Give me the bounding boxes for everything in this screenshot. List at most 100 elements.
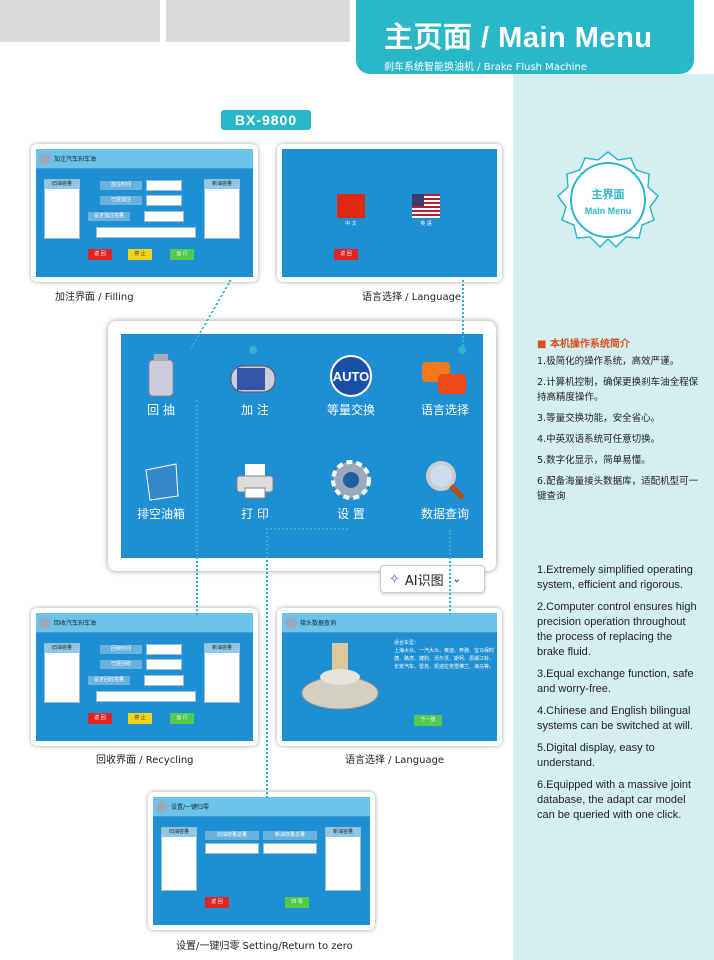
back-button[interactable]: 返 回 [88, 713, 112, 724]
recycle-tile[interactable]: 回 抽 [121, 352, 201, 418]
list-item: 4.Chinese and English bilingual systems … [537, 705, 693, 732]
cn-feature-list: 1.极简化的操作系统，高效严谨。 2.计算机控制，确保更换刹车油全程保持高精度操… [537, 354, 702, 510]
field-label: 旧油容量总量 [205, 831, 259, 840]
chevron-down-icon: ⌄ [452, 573, 462, 585]
back-button[interactable]: 返 回 [88, 249, 112, 260]
recycling-screen-frame: 回收汽车刹车油 旧油容量 新油容量 回收时间 已经回收 设定回收容量 返 回 停… [31, 608, 258, 746]
screen-titlebar: 加注汽车刹车油 [36, 149, 253, 169]
gauge-label: 新油容量 [205, 644, 239, 653]
time-field[interactable] [146, 180, 182, 191]
screen-title: 设置/一键归零 [171, 804, 210, 811]
gauge-label: 新油容量 [205, 180, 239, 189]
model-badge: BX-9800 [221, 110, 311, 130]
gauge-label: 旧油容量 [45, 644, 79, 653]
china-flag-icon [337, 194, 365, 218]
time-field[interactable] [146, 644, 182, 655]
settings-caption: 设置/一键归零 Setting/Return to zero [176, 941, 353, 952]
seal-cn: 主界面 [591, 188, 625, 201]
set-volume-field[interactable] [144, 211, 184, 222]
list-item: 2.Computer control ensures high precisio… [537, 601, 697, 658]
filling-screen-frame: 加注汽车刹车油 旧油容量 新油容量 加注时间 已经加注 设定加注容量 返 回 停… [31, 144, 258, 282]
list-item: 1.极简化的操作系统，高效严谨。 [537, 356, 680, 367]
tile-label: 语言选择 [420, 403, 469, 417]
recycling-screen: 回收汽车刹车油 旧油容量 新油容量 回收时间 已经回收 设定回收容量 返 回 停… [36, 613, 253, 741]
sparkle-icon: ✧ [389, 571, 400, 587]
field-label: 已经回收 [100, 660, 142, 669]
settings-tile[interactable]: 设 置 [311, 456, 391, 522]
tile-label: 加 注 [241, 403, 269, 417]
connector-line [462, 280, 464, 346]
old-oil-gauge: 旧油容量 [161, 827, 197, 891]
field-label: 新油容量总量 [263, 831, 317, 840]
set-volume-field[interactable] [144, 675, 184, 686]
ai-button-label: AI识图 [404, 573, 444, 589]
connector-dot [249, 346, 257, 354]
bucket-icon [121, 456, 201, 502]
old-total-field[interactable] [205, 843, 259, 854]
car-models-text: 适合车型： 上海大众、一汽大众、奥迪、奔驰、宝马保时捷、路虎、捷豹、沃尔沃、斯柯… [394, 639, 494, 671]
gauge-label: 新油容量 [326, 828, 360, 837]
auto-text: AUTO [333, 369, 370, 384]
gauge-label: 旧油容量 [45, 180, 79, 189]
auto-icon: AUTO [311, 352, 391, 398]
top-decor-bar [0, 0, 160, 42]
connector-line [266, 528, 348, 798]
recycling-caption: 回收界面 / Recycling [96, 755, 194, 766]
progress-field [96, 691, 196, 702]
run-button[interactable]: 运 行 [170, 713, 194, 724]
screen-title: 回收汽车刹车油 [54, 620, 97, 627]
settings-screen-frame: 设置/一键归零 旧油容量 新油容量 旧油容量总量 新油容量总量 返 回 归 零 [148, 792, 375, 930]
app-icon [39, 616, 51, 629]
connector-line [449, 530, 451, 615]
new-oil-gauge: 新油容量 [204, 643, 240, 703]
data-query-tile[interactable]: 数据查询 [405, 456, 485, 522]
list-item: 3.等量交换功能，安全省心。 [537, 413, 661, 424]
top-decor-bar [166, 0, 350, 42]
tank-icon [121, 352, 201, 398]
magnifier-icon [285, 616, 297, 629]
fitting-image [290, 637, 390, 717]
list-item: 4.中英双语系统可任意切换。 [537, 434, 661, 445]
field-label: 加注时间 [100, 181, 142, 190]
main-menu-frame: 回 抽 加 注 AUTO 等量交换 语言选择 排空油箱 打 印 设 置 数据查询 [108, 321, 496, 571]
print-tile[interactable]: 打 印 [215, 456, 295, 522]
car-label: 适合车型： [394, 640, 420, 646]
intro-heading-text: 本机操作系统简介 [549, 339, 630, 350]
language-screen-frame: 中 文 英 语 返 回 [277, 144, 502, 282]
back-button[interactable]: 返 回 [205, 897, 229, 908]
tile-label: 数据查询 [420, 507, 469, 521]
next-button[interactable]: 下一张 [414, 715, 442, 726]
tile-label: 设 置 [337, 507, 365, 521]
zero-button[interactable]: 归 零 [285, 897, 309, 908]
screen-titlebar: 回收汽车刹车油 [36, 613, 253, 633]
tile-label: 打 印 [241, 507, 269, 521]
gear-icon [311, 456, 391, 502]
recycled-field[interactable] [146, 659, 182, 670]
filled-field[interactable] [146, 195, 182, 206]
list-item: 5.数字化显示，简单易懂。 [537, 455, 651, 466]
field-label: 回收时间 [100, 645, 142, 654]
gear-icon [156, 800, 168, 813]
ai-recognize-button[interactable]: ✧ AI识图 ⌄ [380, 565, 485, 593]
new-total-field[interactable] [263, 843, 317, 854]
tile-label: 等量交换 [326, 403, 375, 417]
printer-icon [215, 456, 295, 502]
screen-title: 接头数据查询 [300, 620, 337, 627]
language-tile[interactable]: 语言选择 [405, 352, 485, 418]
back-button[interactable]: 返 回 [334, 249, 358, 260]
page-subtitle: 刹车系统智能换油机 / Brake Flush Machine [384, 62, 588, 73]
gauge-label: 旧油容量 [162, 828, 196, 837]
drain-tank-tile[interactable]: 排空油箱 [121, 456, 201, 522]
usa-flag-icon [412, 194, 440, 218]
fill-tile[interactable]: 加 注 [215, 352, 295, 418]
settings-screen: 设置/一键归零 旧油容量 新油容量 旧油容量总量 新油容量总量 返 回 归 零 [153, 797, 370, 925]
equal-exchange-tile[interactable]: AUTO 等量交换 [311, 352, 391, 418]
stop-button[interactable]: 停 止 [128, 249, 152, 260]
run-button[interactable]: 运 行 [170, 249, 194, 260]
english-flag-option[interactable]: 英 语 [412, 194, 440, 227]
chinese-flag-option[interactable]: 中 文 [337, 194, 365, 227]
field-label: 已经加注 [100, 196, 142, 205]
stop-button[interactable]: 停 止 [128, 713, 152, 724]
screen-title: 加注汽车刹车油 [54, 156, 97, 163]
en-feature-list: 1.Extremely simplified operating system,… [537, 563, 697, 830]
